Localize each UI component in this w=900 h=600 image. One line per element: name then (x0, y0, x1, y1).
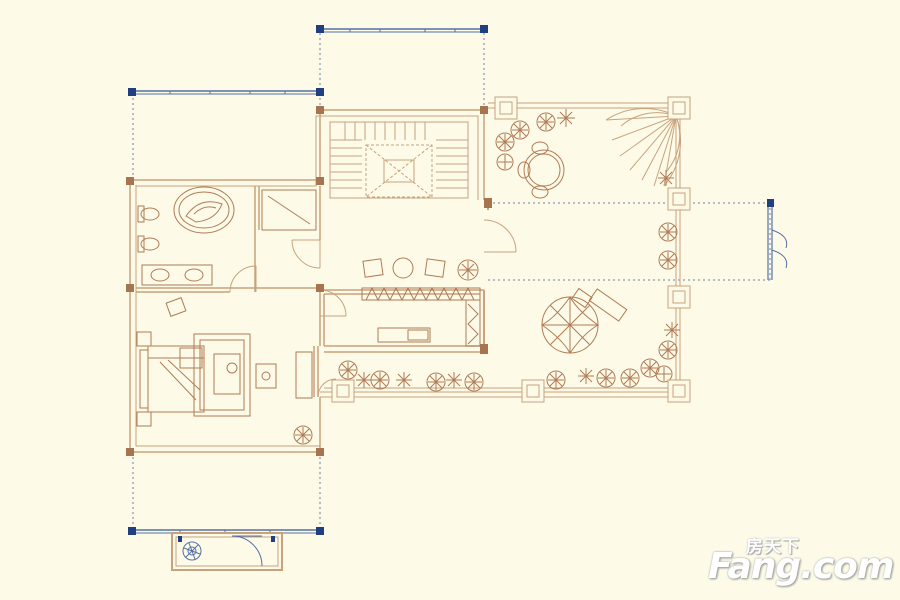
bay-window-top (316, 25, 488, 33)
doors (229, 219, 517, 398)
terrace-plants (338, 109, 680, 392)
exterior-walls (129, 109, 489, 453)
vanity-sinks (141, 264, 213, 286)
balcony-plant (182, 541, 202, 561)
watermark-chinese: 房天下 (746, 537, 800, 557)
hall-plant (457, 259, 479, 281)
bidet (137, 235, 160, 253)
terrace-dining-set (517, 141, 565, 199)
terrace-pillars (331, 96, 691, 403)
interior-walls (136, 186, 484, 397)
staircase (329, 121, 469, 199)
small-balcony (171, 532, 283, 571)
side-window-right (767, 199, 788, 280)
desk-area (179, 333, 277, 417)
toilet (137, 205, 160, 223)
bed (136, 331, 205, 427)
hall-chairs (362, 257, 446, 279)
terrace-railing (320, 102, 684, 398)
window-guide-lines (132, 28, 771, 530)
structural-columns (126, 106, 492, 456)
bay-window-left (128, 88, 324, 96)
patio-umbrella (541, 296, 599, 354)
bathtub (173, 186, 235, 234)
sun-lounger (571, 287, 628, 322)
walk-in-closet (361, 286, 481, 347)
shower (261, 189, 317, 231)
bedroom-plant (293, 425, 313, 445)
wardrobe (295, 351, 313, 399)
watermark-brand: Fang.com (708, 546, 894, 587)
bedroom-chair (165, 297, 187, 317)
watermark: 房天下 Fang.com (708, 532, 894, 594)
